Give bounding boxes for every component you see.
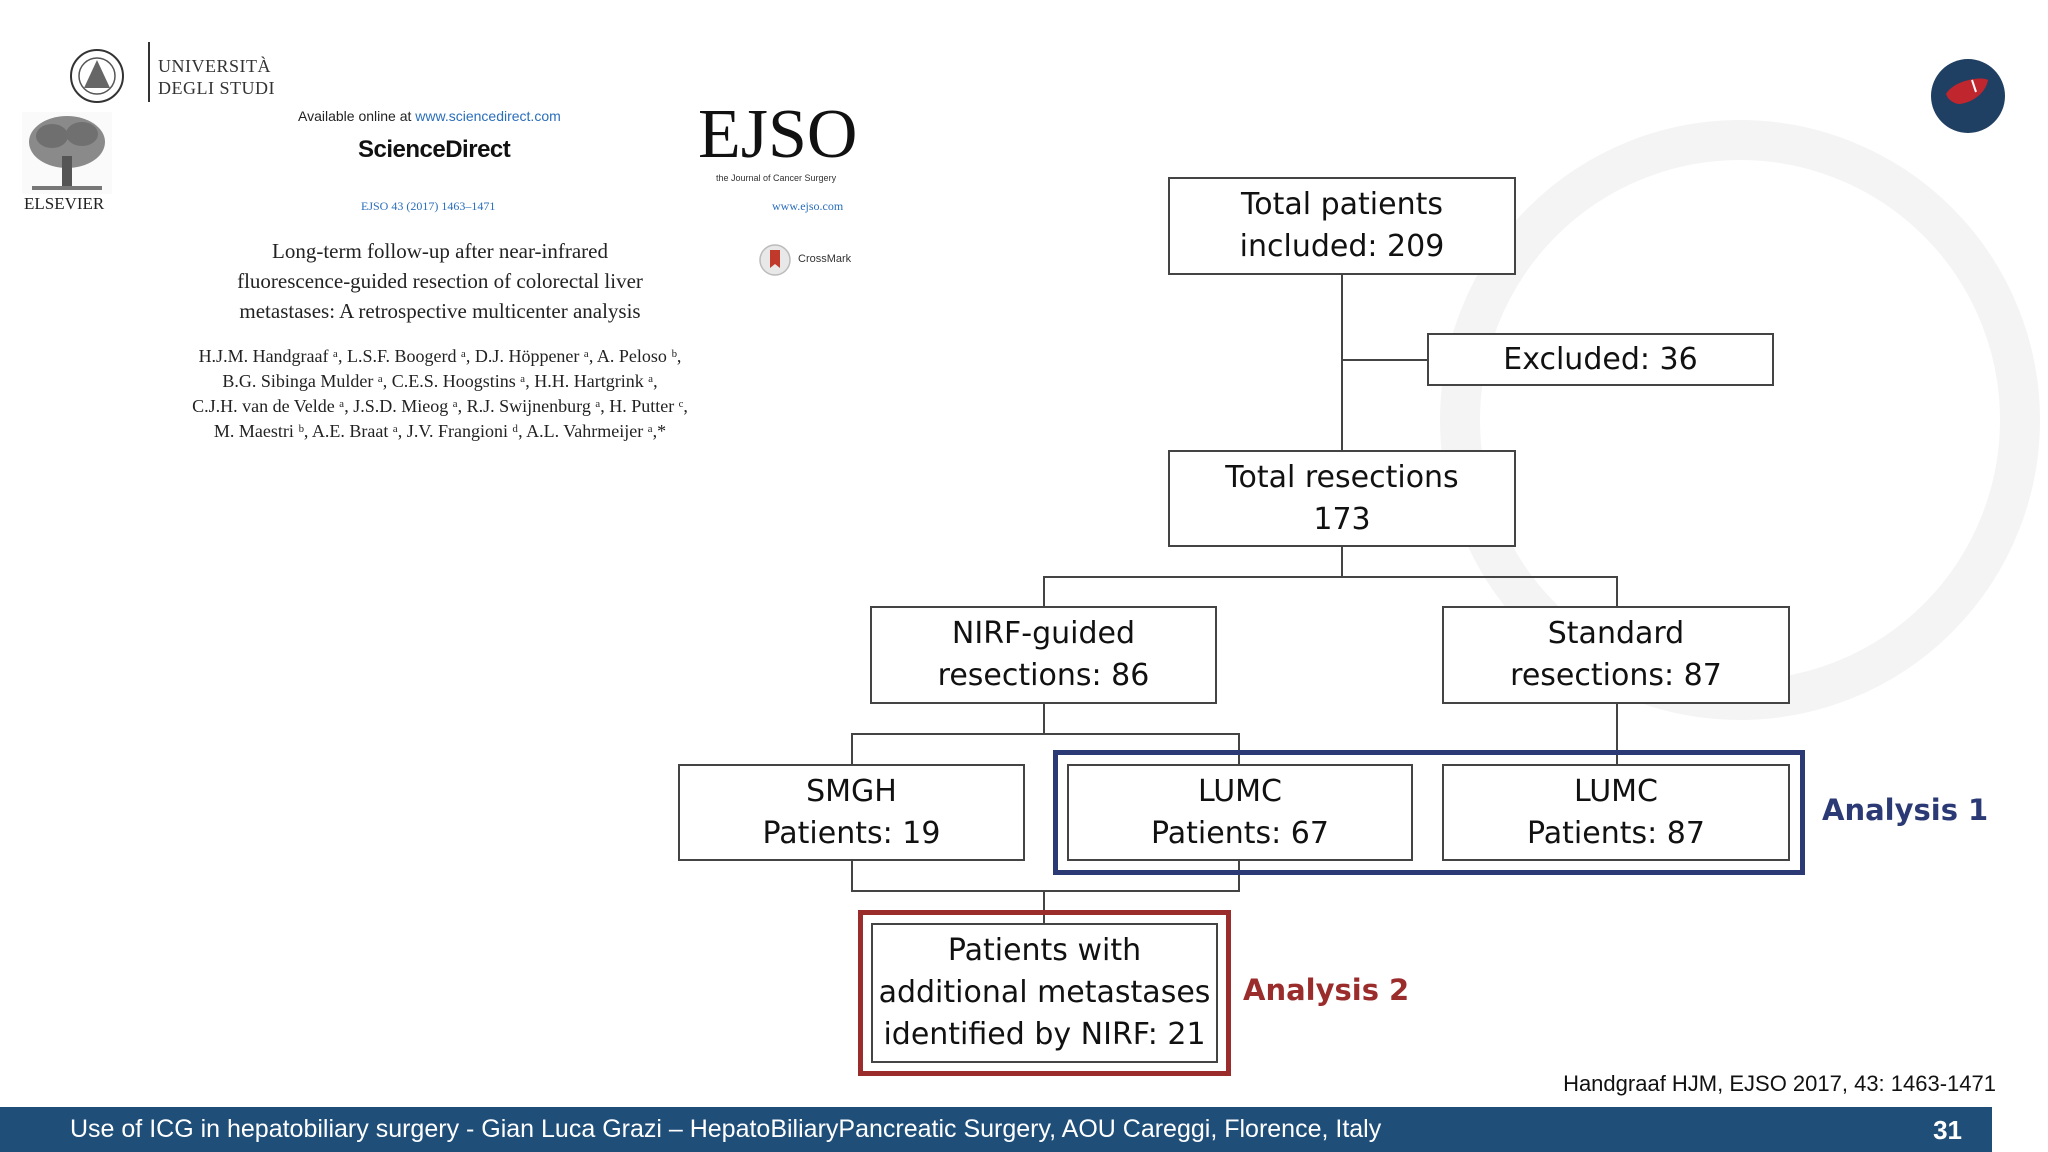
connector [1341, 275, 1343, 451]
analysis2-frame [858, 910, 1231, 1076]
connector [1616, 576, 1618, 607]
connector [851, 890, 1240, 892]
paper-title: Long-term follow-up after near-infrared … [237, 239, 643, 323]
sciencedirect-logo: ScienceDirect [358, 136, 511, 163]
author-line: B.G. Sibinga Mulder ᵃ, C.E.S. Hoogstins … [222, 371, 658, 391]
connector [851, 859, 853, 892]
connector [1043, 576, 1618, 578]
elsevier-tree-icon [22, 112, 112, 194]
ejso-logo: EJSO [698, 96, 858, 173]
smgh-box: SMGH Patients: 19 [678, 764, 1025, 861]
hospital-logo-icon [1930, 58, 2006, 134]
author-line: C.J.H. van de Velde ᵃ, J.S.D. Mieog ᵃ, R… [192, 396, 688, 416]
lumc-standard-box: LUMC Patients: 87 [1442, 764, 1790, 861]
university-seal-icon [70, 49, 124, 103]
connector [851, 733, 1240, 735]
elsevier-logo: ELSEVIER [22, 112, 118, 216]
sciencedirect-url-link[interactable]: www.sciencedirect.com [415, 108, 561, 124]
crossmark-icon [759, 244, 791, 276]
university-name-line2: DEGLI STUDI [158, 78, 275, 98]
page-number: 31 [1933, 1115, 1962, 1145]
additional-metastases-box: Patients with additional metastases iden… [871, 923, 1218, 1063]
total-patients-box: Total patients included: 209 [1168, 177, 1516, 275]
journal-url: www.ejso.com [772, 199, 844, 213]
connector [1341, 547, 1343, 576]
university-logo: UNIVERSITÀ DEGLI STUDI [52, 42, 282, 104]
connector [851, 733, 853, 765]
author-line: M. Maestri ᵇ, A.E. Braat ᵃ, J.V. Frangio… [213, 421, 667, 441]
reference-citation: Handgraaf HJM, EJSO 2017, 43: 1463-1471 [1563, 1071, 1996, 1096]
elsevier-label: ELSEVIER [24, 194, 105, 213]
total-resections-box: Total resections 173 [1168, 450, 1516, 547]
excluded-box: Excluded: 36 [1427, 333, 1774, 386]
connector [1238, 733, 1240, 765]
footer-bar: Use of ICG in hepatobiliary surgery - Gi… [0, 1107, 1992, 1152]
connector [1341, 359, 1429, 361]
analysis1-frame [1053, 750, 1805, 875]
connector [1043, 704, 1045, 733]
lumc-nirf-box: LUMC Patients: 67 [1067, 764, 1413, 861]
analysis2-label: Analysis 2 [1243, 973, 1410, 1007]
available-online: Available online at www.sciencedirect.co… [298, 108, 561, 124]
connector [1238, 859, 1240, 892]
author-line: H.J.M. Handgraaf ᵃ, L.S.F. Boogerd ᵃ, D.… [198, 346, 682, 366]
connector [1616, 704, 1618, 765]
connector [1043, 576, 1045, 607]
footer-text: Use of ICG in hepatobiliary surgery - Gi… [70, 1115, 1382, 1143]
analysis1-label: Analysis 1 [1822, 793, 1989, 827]
university-name-line1: UNIVERSITÀ [158, 56, 271, 76]
available-online-label: Available online at [298, 108, 416, 124]
journal-citation: EJSO 43 (2017) 1463–1471 [361, 199, 496, 213]
connector [1043, 890, 1045, 924]
nirf-guided-box: NIRF-guided resections: 86 [870, 606, 1217, 704]
ejso-subtitle: the Journal of Cancer Surgery [716, 173, 837, 183]
paper-authors: H.J.M. Handgraaf ᵃ, L.S.F. Boogerd ᵃ, D.… [120, 344, 760, 444]
crossmark-label: CrossMark [798, 253, 852, 265]
standard-resections-box: Standard resections: 87 [1442, 606, 1790, 704]
